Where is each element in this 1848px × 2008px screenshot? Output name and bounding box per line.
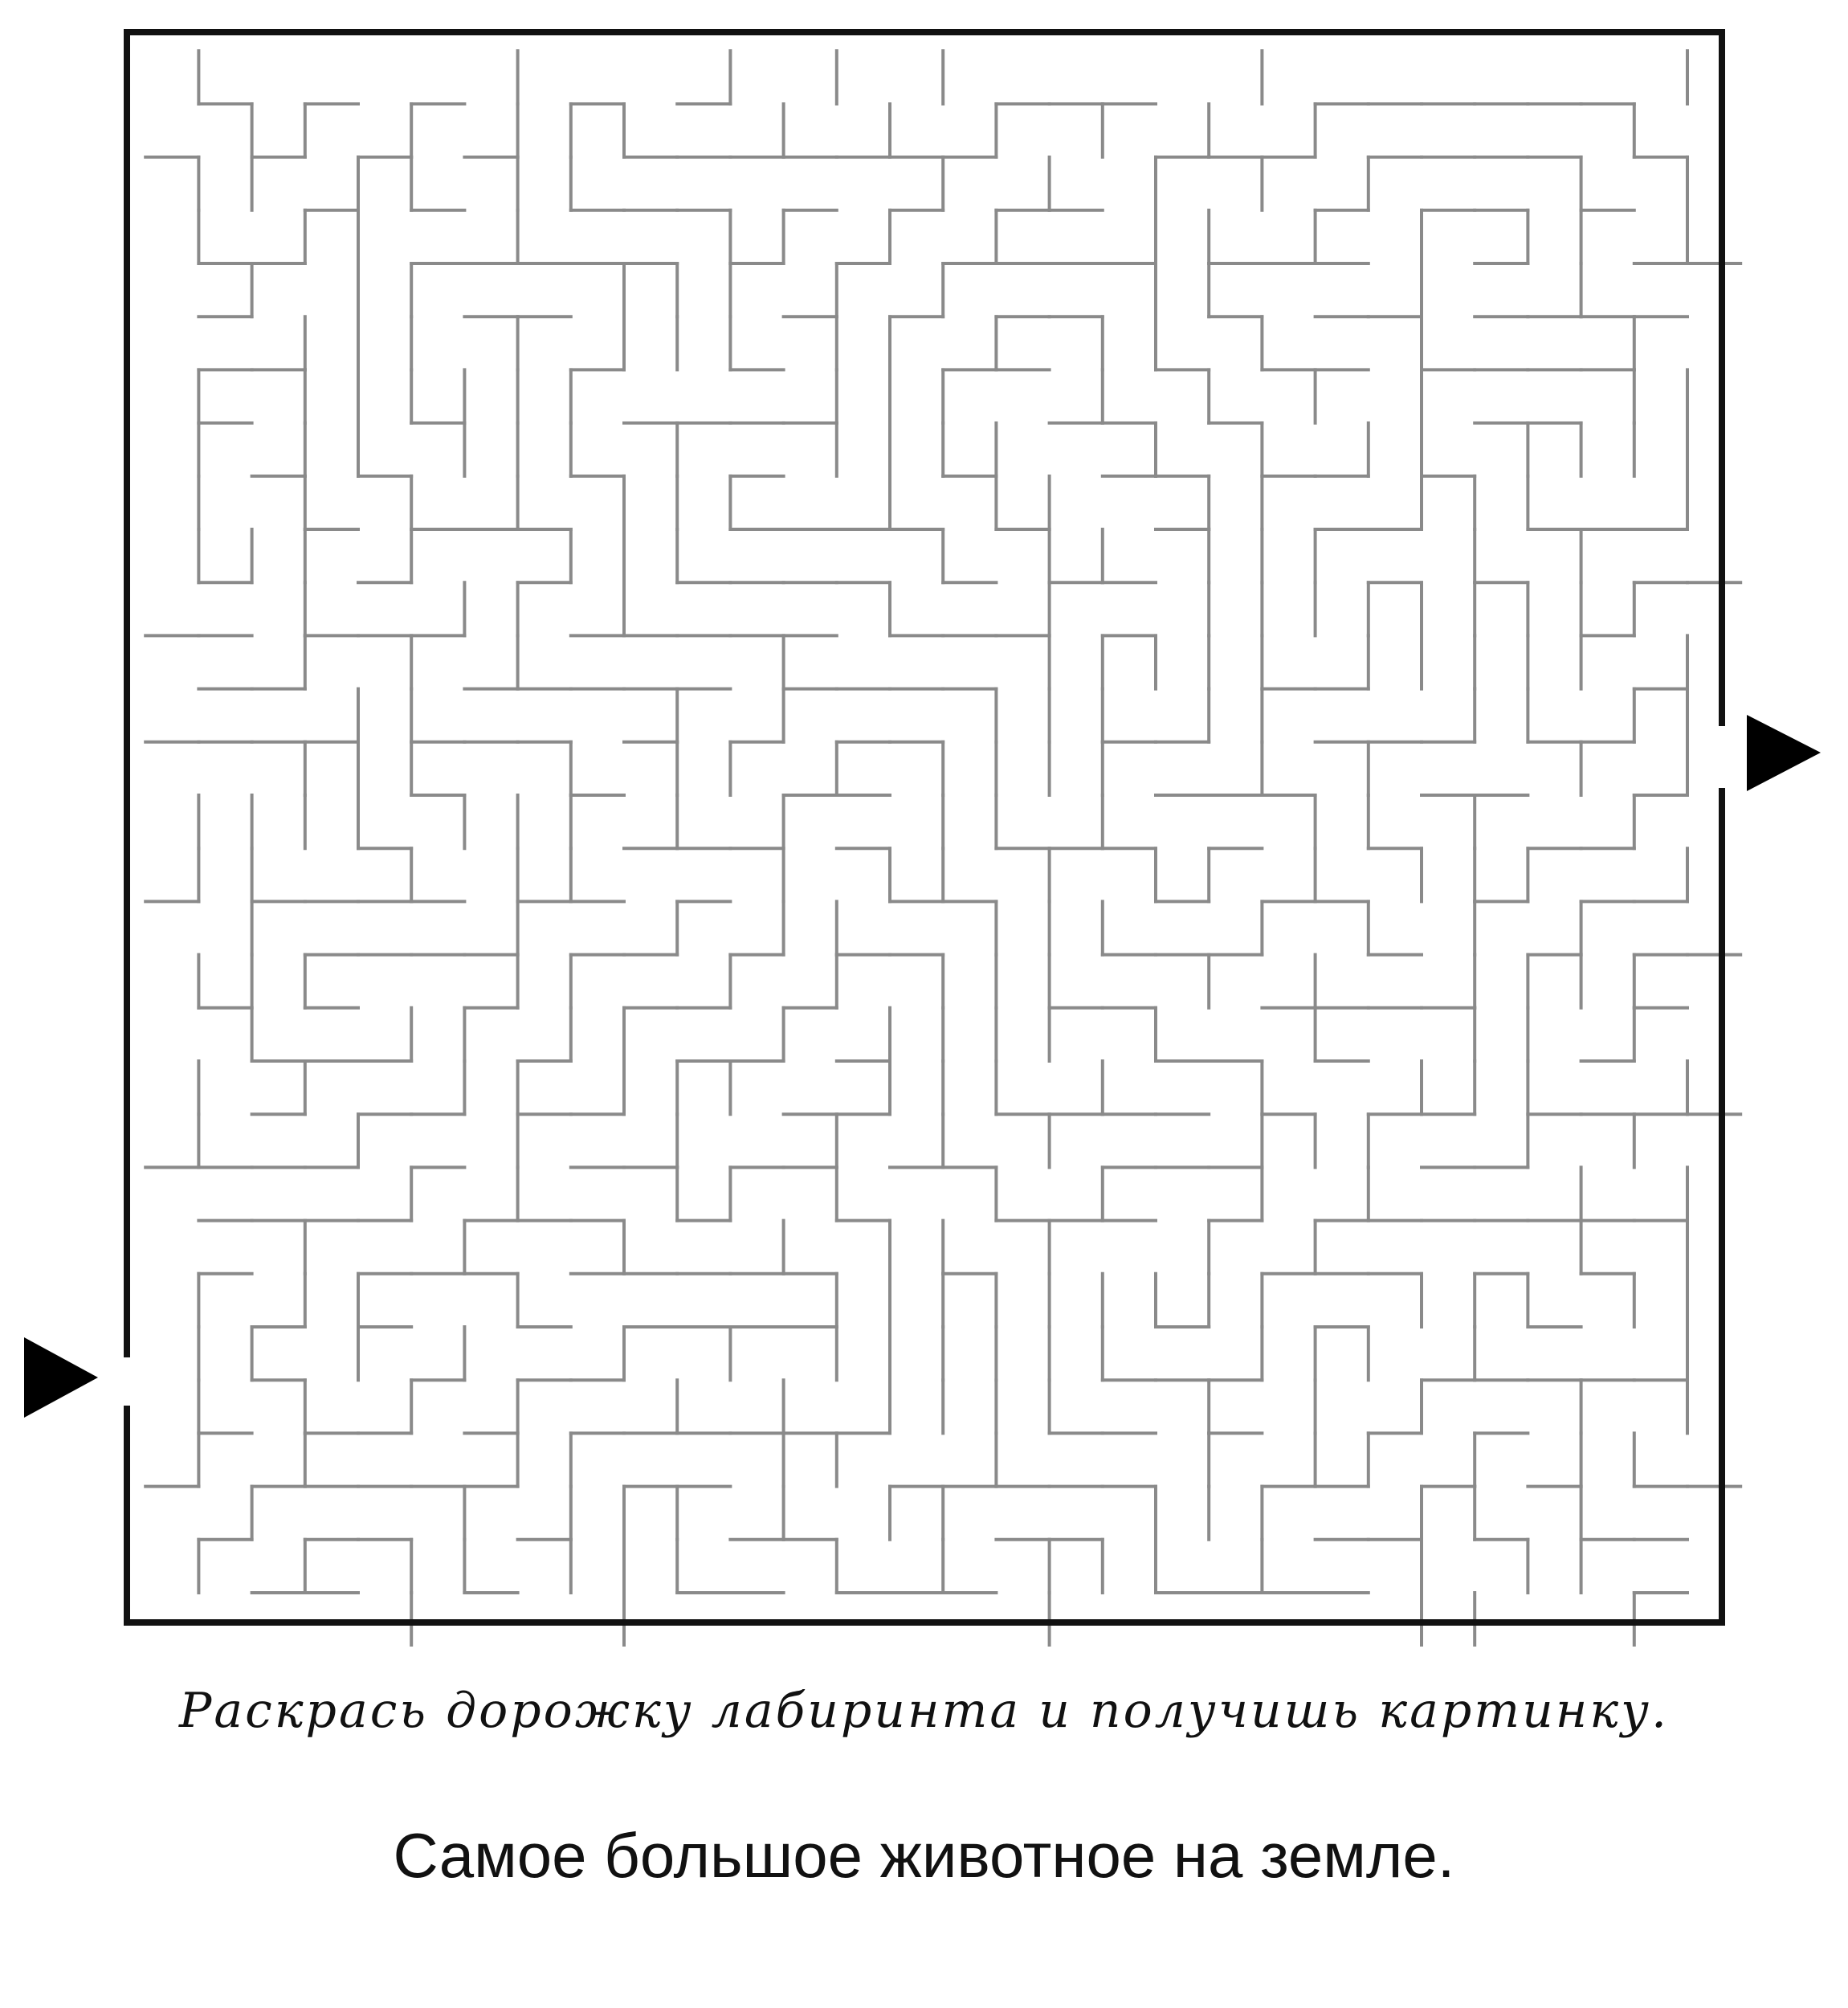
maze bbox=[24, 29, 1821, 1647]
entrance-gap bbox=[120, 1357, 133, 1406]
maze-frame bbox=[124, 29, 1725, 1626]
maze-walls bbox=[144, 49, 1743, 1647]
riddle-caption: Самое большое животное на земле. bbox=[393, 1820, 1455, 1891]
entrance-arrow-icon bbox=[24, 1337, 98, 1418]
exit-arrow-icon bbox=[1747, 715, 1821, 791]
instruction-text: Раскрась дорожку лабиринта и получишь ка… bbox=[178, 1683, 1670, 1739]
